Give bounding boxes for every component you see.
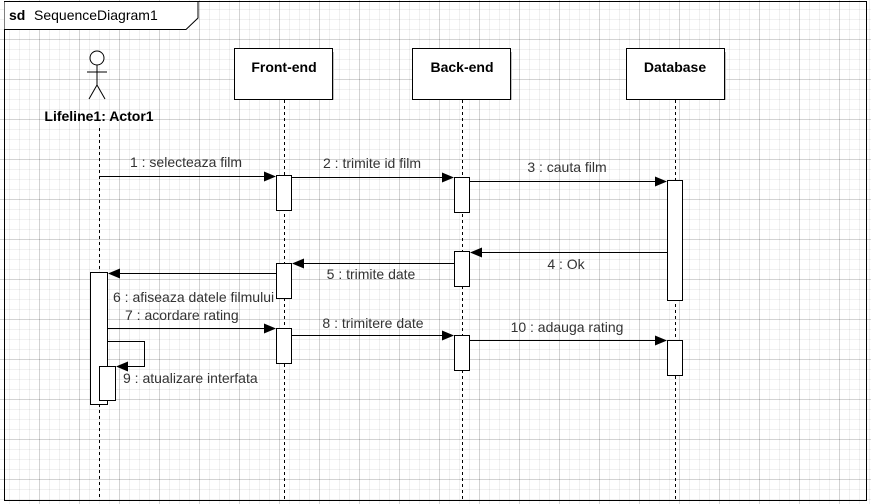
frame-name: SequenceDiagram1 [34,7,158,23]
backend-head [412,48,511,100]
database-label: Database [644,59,706,75]
frontend-label: Front-end [251,59,316,75]
frontend-head [234,48,333,100]
message-label: 3 : cauta film [527,159,606,175]
message-7[interactable]: 7 : acordare rating [107,307,276,334]
message-9-self[interactable]: 9 : atualizare interfata [107,341,258,387]
activation-bar[interactable] [454,335,470,371]
message-label: 6 : afiseaza datele filmului [113,289,274,305]
activation-bar[interactable] [667,180,683,301]
message-6[interactable]: 6 : afiseaza datele filmului [108,268,276,306]
activation-bar[interactable] [276,175,292,211]
message-4[interactable]: 4 : Ok [470,247,667,273]
activation-bar[interactable] [276,328,292,364]
backend-label: Back-end [430,59,493,75]
activation-bar[interactable] [99,366,116,401]
frame-keyword: sd [9,7,25,23]
message-label: 4 : Ok [547,256,585,272]
message-8[interactable]: 8 : trimitere date [291,315,454,341]
activation-bar[interactable] [667,340,683,376]
actor-figure-icon [87,50,107,100]
lifeline-backend[interactable]: Back-end [412,48,513,501]
message-label: 8 : trimitere date [322,315,423,331]
frame-border [4,1,867,501]
message-arrow [107,341,145,372]
message-label: 5 : trimite date [327,266,416,282]
message-5[interactable]: 5 : trimite date [292,258,454,283]
actor-label: Lifeline1: Actor1 [44,108,153,124]
message-1[interactable]: 1 : selecteaza film [99,154,276,182]
activation-bar[interactable] [276,263,292,299]
message-label: 2 : trimite id film [323,155,421,171]
message-label: 1 : selecteaza film [130,154,242,170]
database-head [626,48,725,100]
message-label: 9 : atualizare interfata [123,370,258,386]
message-2[interactable]: 2 : trimite id film [291,155,454,183]
message-10[interactable]: 10 : adauga rating [469,319,667,346]
lifeline-frontend[interactable]: Front-end [234,48,335,501]
message-label: 7 : acordare rating [125,307,239,323]
activation-bar[interactable] [454,177,470,213]
message-3[interactable]: 3 : cauta film [469,159,667,187]
message-label: 10 : adauga rating [511,319,624,335]
activation-bar[interactable] [454,251,470,287]
frame-tab [4,1,199,30]
lifeline-database[interactable]: Database [626,48,727,501]
